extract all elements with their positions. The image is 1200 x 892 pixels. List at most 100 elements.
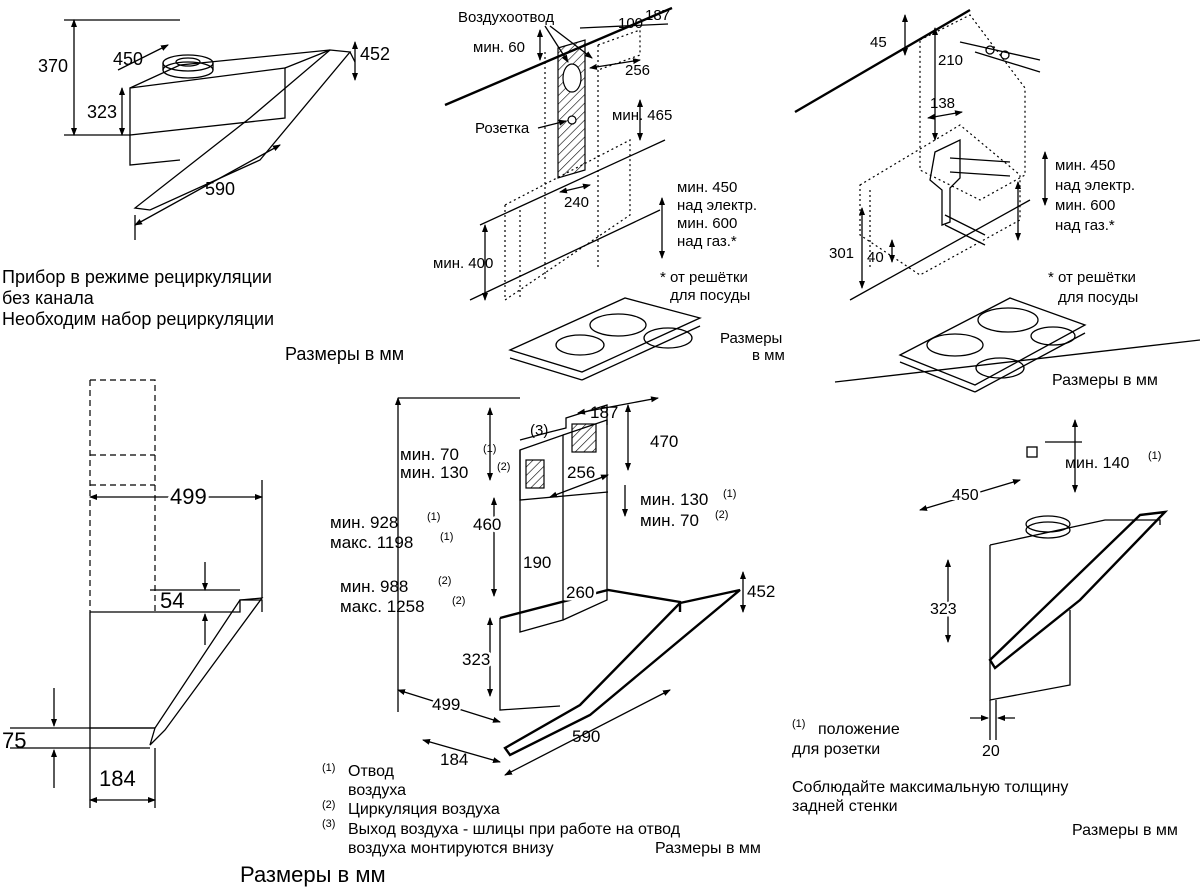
dim-min-988: мин. 988	[340, 577, 408, 596]
svg-text:(2): (2)	[715, 509, 728, 521]
hood-body	[499, 618, 561, 711]
hood-outline-dotted	[504, 139, 631, 302]
dim-190: 190	[523, 553, 551, 572]
note-min-600: мин. 600	[677, 215, 737, 232]
dim-20: 20	[982, 743, 1000, 760]
hood-glass	[503, 588, 741, 757]
dim-470: 470	[650, 432, 678, 451]
svg-text:(1): (1)	[427, 511, 440, 523]
note-over-electric: над электр.	[677, 197, 757, 214]
panel-socket-position: мин. 140 (1) 450 450 323 323 20 (1) поло…	[792, 419, 1178, 839]
dim-240: 240	[564, 194, 589, 211]
svg-text:(1): (1)	[723, 488, 736, 500]
hood-body	[989, 545, 1071, 701]
socket-label: Розетка	[475, 120, 530, 137]
dim-184: 184	[440, 750, 468, 769]
dim-187: 187	[590, 403, 618, 422]
svg-text:499: 499	[432, 695, 460, 714]
dim-499: 499	[432, 695, 460, 714]
svg-text:190: 190	[523, 553, 551, 572]
dim-323: 323	[87, 102, 117, 122]
dim-max-1198: макс. 1198	[330, 533, 413, 552]
units-label: Размеры в мм	[240, 862, 386, 887]
duct-label: Воздухоотвод	[458, 9, 554, 26]
units-label: Размеры в мм	[285, 344, 404, 364]
note-min-600: мин. 600	[1055, 197, 1115, 214]
svg-text:323: 323	[462, 650, 490, 669]
dim-260: 260	[566, 583, 594, 602]
dim-256: 256	[625, 62, 650, 79]
dim-min-465: мин. 465	[612, 107, 672, 124]
caption-line-3: Необходим набор рециркуляции	[2, 309, 274, 329]
dim-184: 184	[99, 766, 136, 791]
svg-text:(3): (3)	[322, 818, 335, 830]
dim-min-140: мин. 140	[1065, 455, 1129, 472]
legend-3-line-1: Выход воздуха - шлицы при работе на отво…	[348, 821, 681, 838]
note-over-gas: над газ.*	[1055, 217, 1115, 234]
dim-590: 590	[205, 179, 235, 199]
note-wall-line-2: задней стенки	[792, 798, 898, 815]
chimney-outline-dotted	[919, 14, 1026, 201]
dim-452: 452	[747, 582, 775, 601]
footnote-line-1: * от решётки	[1048, 269, 1136, 286]
note-socket-position-line-2: для розетки	[792, 741, 880, 758]
dim-75: 75	[2, 728, 26, 753]
footnote-line-1: * от решётки	[660, 269, 748, 286]
dim-301: 301	[829, 245, 854, 262]
svg-text:323: 323	[930, 601, 957, 618]
panel-main-dimensions: мин. 70 (1) мин. 130 (2) (3) 187 470 256…	[322, 396, 775, 857]
legend-1-line-2: воздуха	[348, 782, 406, 799]
air-slots-icon	[525, 459, 545, 489]
svg-text:(1): (1)	[322, 762, 335, 774]
hood-body-top	[129, 49, 331, 89]
svg-text:450: 450	[952, 487, 979, 504]
ceiling-line	[794, 8, 971, 114]
hood-glass	[988, 510, 1169, 670]
panel-ducted-wall-installation: мин. 400 мин. 450 над электр. мин. 600 н…	[433, 6, 785, 381]
units-label-l1: Размеры	[720, 330, 782, 347]
dim-187: 187	[645, 7, 670, 24]
dim-138: 138	[930, 95, 955, 112]
dim-min-60: мин. 60	[473, 39, 525, 56]
dim-450: 450	[113, 49, 143, 69]
dim-45: 45	[870, 34, 887, 51]
svg-text:499: 499	[170, 484, 207, 509]
svg-text:(2): (2)	[438, 575, 451, 587]
note-min-450: мин. 450	[1055, 157, 1115, 174]
dim-min-130: мин. 130	[400, 463, 468, 482]
units-label: Размеры в мм	[655, 840, 761, 857]
units-label: Размеры в мм	[1052, 372, 1158, 389]
dim-450: 450	[952, 487, 979, 504]
dim-40: 40	[867, 249, 884, 266]
dim-54: 54	[160, 588, 184, 613]
svg-text:(1): (1)	[792, 718, 805, 730]
dim-min-928: мин. 928	[330, 513, 398, 532]
note-wall-line-1: Соблюдайте максимальную толщину	[792, 779, 1068, 796]
dim-max-1258: макс. 1258	[340, 597, 425, 616]
dim-100: 100	[618, 15, 643, 32]
chimney-dashed	[89, 379, 156, 612]
cooktop	[898, 297, 1087, 386]
hood-side-body	[89, 612, 155, 729]
dim-210: 210	[938, 52, 963, 69]
dim-min-130-b: мин. 130	[640, 490, 708, 509]
dim-323: 323	[462, 650, 490, 669]
dim-590: 590	[572, 727, 600, 746]
hood-side-glass	[149, 597, 264, 746]
hood-outline-dotted	[859, 124, 1021, 276]
svg-text:260: 260	[566, 583, 594, 602]
dim-min-70: мин. 70	[400, 445, 459, 464]
chimney-hatched	[557, 39, 586, 179]
svg-text:(1): (1)	[1148, 450, 1161, 462]
dim-323: 323	[930, 601, 957, 618]
dim-370: 370	[38, 56, 68, 76]
cooktop	[508, 297, 702, 373]
dim-452: 452	[360, 44, 390, 64]
svg-text:(1): (1)	[483, 443, 496, 455]
caption-line-1: Прибор в режиме рециркуляции	[2, 267, 272, 287]
dim-256: 256	[567, 463, 595, 482]
note-socket-position-line-1: положение	[818, 721, 900, 738]
socket-position-icon	[1026, 446, 1038, 458]
note-min-450: мин. 450	[677, 179, 737, 196]
